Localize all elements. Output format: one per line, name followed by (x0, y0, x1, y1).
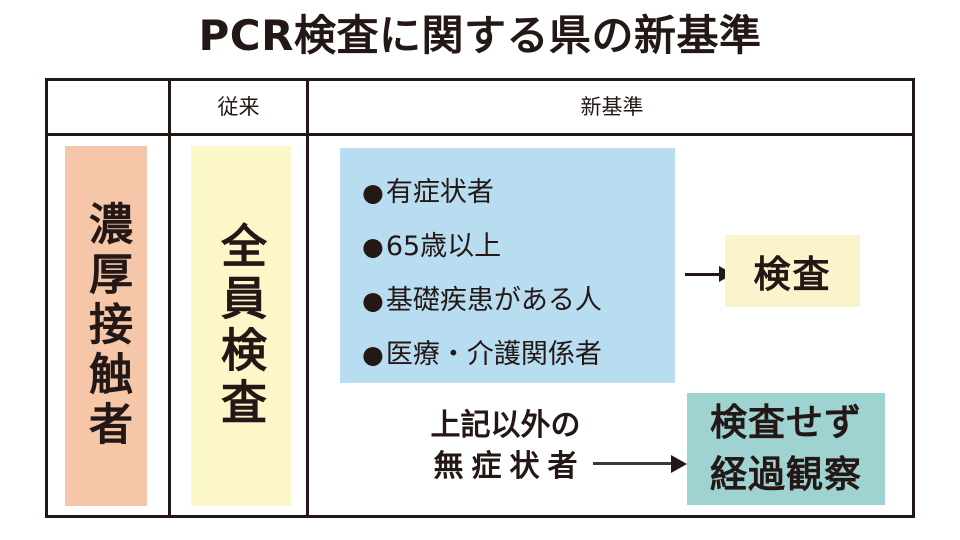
table-header-conventional: 従来 (217, 95, 260, 119)
criteria-list-item: ●基礎疾患がある人 (362, 274, 675, 328)
criteria-table: 従来 新基準 濃厚接触者 全員検査 ●有症状者 ●65歳以上 ●基礎疾患がある人… (45, 78, 915, 518)
result-box-observation-line2: 経過観察 (710, 453, 862, 496)
other-case-line1: 上記以外の (430, 408, 581, 443)
bullet-icon: ● (362, 178, 384, 207)
other-case-line2: 無症状者 (433, 449, 586, 484)
table-header-new-criteria: 新基準 (580, 95, 644, 119)
criteria-list-item: ●医療・介護関係者 (362, 328, 675, 382)
conventional-policy-cell: 全員検査 (191, 146, 291, 506)
new-criteria-list-box: ●有症状者 ●65歳以上 ●基礎疾患がある人 ●医療・介護関係者 (340, 148, 675, 383)
result-box-observation: 検査せず 経過観察 (687, 393, 885, 505)
bullet-icon: ● (362, 286, 384, 315)
criteria-list-item-label: 医療・介護関係者 (385, 339, 602, 370)
criteria-list-item: ●有症状者 (362, 166, 675, 220)
column-divider-2 (306, 81, 309, 515)
criteria-list-item: ●65歳以上 (362, 220, 675, 274)
bullet-icon: ● (362, 340, 384, 369)
arrow-right-icon-observe (593, 453, 689, 473)
row-label-close-contact-text: 濃厚接触者 (81, 201, 132, 451)
header-row-divider (48, 133, 912, 136)
bullet-icon: ● (362, 232, 384, 261)
column-divider-1 (168, 81, 171, 515)
result-box-test-label: 検査 (753, 253, 832, 296)
conventional-policy-text: 全員検査 (214, 222, 268, 430)
other-case-text: 上記以外の 無症状者 (378, 406, 633, 488)
criteria-list-item-label: 有症状者 (385, 177, 494, 208)
result-box-test: 検査 (725, 235, 860, 307)
criteria-list-item-label: 65歳以上 (385, 231, 502, 262)
row-label-close-contact: 濃厚接触者 (65, 146, 147, 506)
arrow-shaft (685, 273, 723, 276)
page-title: PCR検査に関する県の新基準 (198, 11, 762, 60)
result-box-observation-line1: 検査せず (710, 401, 862, 444)
arrow-shaft (593, 462, 675, 465)
arrow-head (671, 455, 687, 473)
criteria-list-item-label: 基礎疾患がある人 (385, 285, 602, 316)
